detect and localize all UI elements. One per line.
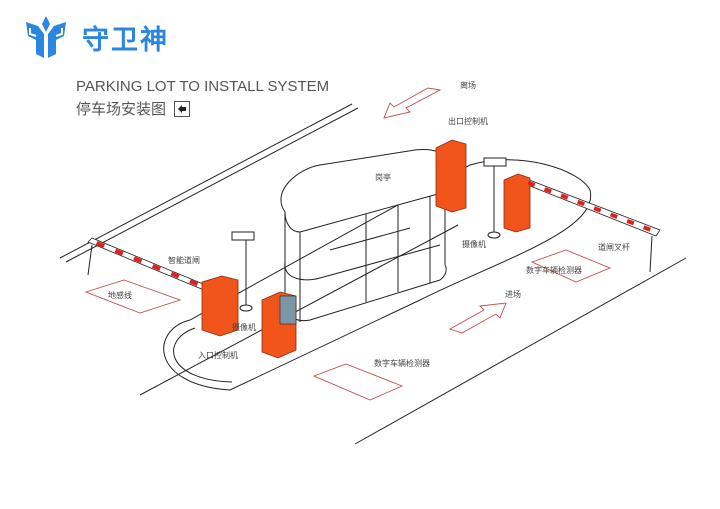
barrier-stripe-entry: [95, 241, 105, 248]
barrier-stripe-entry: [151, 264, 161, 271]
barrier-stripe-entry: [133, 256, 143, 264]
label-exit-controller: 出口控制机: [448, 116, 488, 126]
booth: [280, 149, 454, 322]
label-barrier-arm-exit: 道闸叉杆: [598, 242, 630, 252]
ground-loop: [84, 279, 182, 314]
brand-name: 守卫神: [82, 24, 169, 56]
ticket-panel: [279, 295, 297, 325]
camera-exit-icon: [483, 157, 507, 239]
label-smart-barrier: 智能道闸: [168, 255, 200, 265]
title-english: PARKING LOT TO INSTALL SYSTEM: [76, 78, 330, 95]
label-enter: 进场: [505, 290, 521, 299]
barrier-stripe-exit: [576, 199, 585, 207]
road-edges: [59, 103, 687, 445]
smart-barrier-exit: [503, 173, 531, 233]
label-vehicle-detector-entry: 数字车辆检测器: [374, 358, 430, 368]
barrier-stripe-exit: [626, 218, 635, 226]
title-chinese: 停车场安装图: [76, 100, 167, 118]
arrow-right-icon[interactable]: [174, 100, 191, 117]
label-camera-entry: 摄像机: [232, 322, 256, 332]
barrier-stripe-exit: [593, 206, 602, 213]
barrier-stripe-entry: [114, 248, 124, 256]
exit-controller: [435, 139, 467, 213]
brand: 守卫神: [22, 14, 169, 60]
label-booth: 岗亭: [375, 172, 391, 182]
barrier-stripe-exit: [560, 193, 569, 200]
barrier-stripe-entry: [170, 271, 180, 279]
label-camera-exit: 摄像机: [462, 239, 486, 249]
barrier-stripe-exit: [543, 187, 552, 194]
vehicle-detector-exit: [530, 249, 612, 283]
vehicle-detector-entry: [312, 363, 404, 401]
label-vehicle-detector-exit: 数字车辆检测器: [526, 265, 582, 275]
markings: [84, 87, 612, 401]
camera-entry-icon: [231, 231, 255, 312]
barrier-stripe-exit: [609, 212, 618, 219]
logo-icon: [26, 16, 66, 58]
exit-arrow: [383, 87, 442, 119]
title-chinese-row: 停车场安装图: [76, 98, 191, 119]
island: [163, 159, 592, 391]
entry-controller: [261, 291, 297, 359]
barrier-stripe-entry: [189, 279, 199, 287]
smart-barrier-entry: [201, 275, 239, 337]
barrier-stripe-exit: [527, 180, 536, 188]
enter-arrow: [448, 302, 507, 334]
barrier-stripe-exit: [642, 225, 651, 232]
label-exit: 离场: [460, 80, 476, 90]
label-entry-controller: 入口控制机: [198, 350, 238, 360]
label-ground-loop: 地感线: [108, 290, 132, 300]
